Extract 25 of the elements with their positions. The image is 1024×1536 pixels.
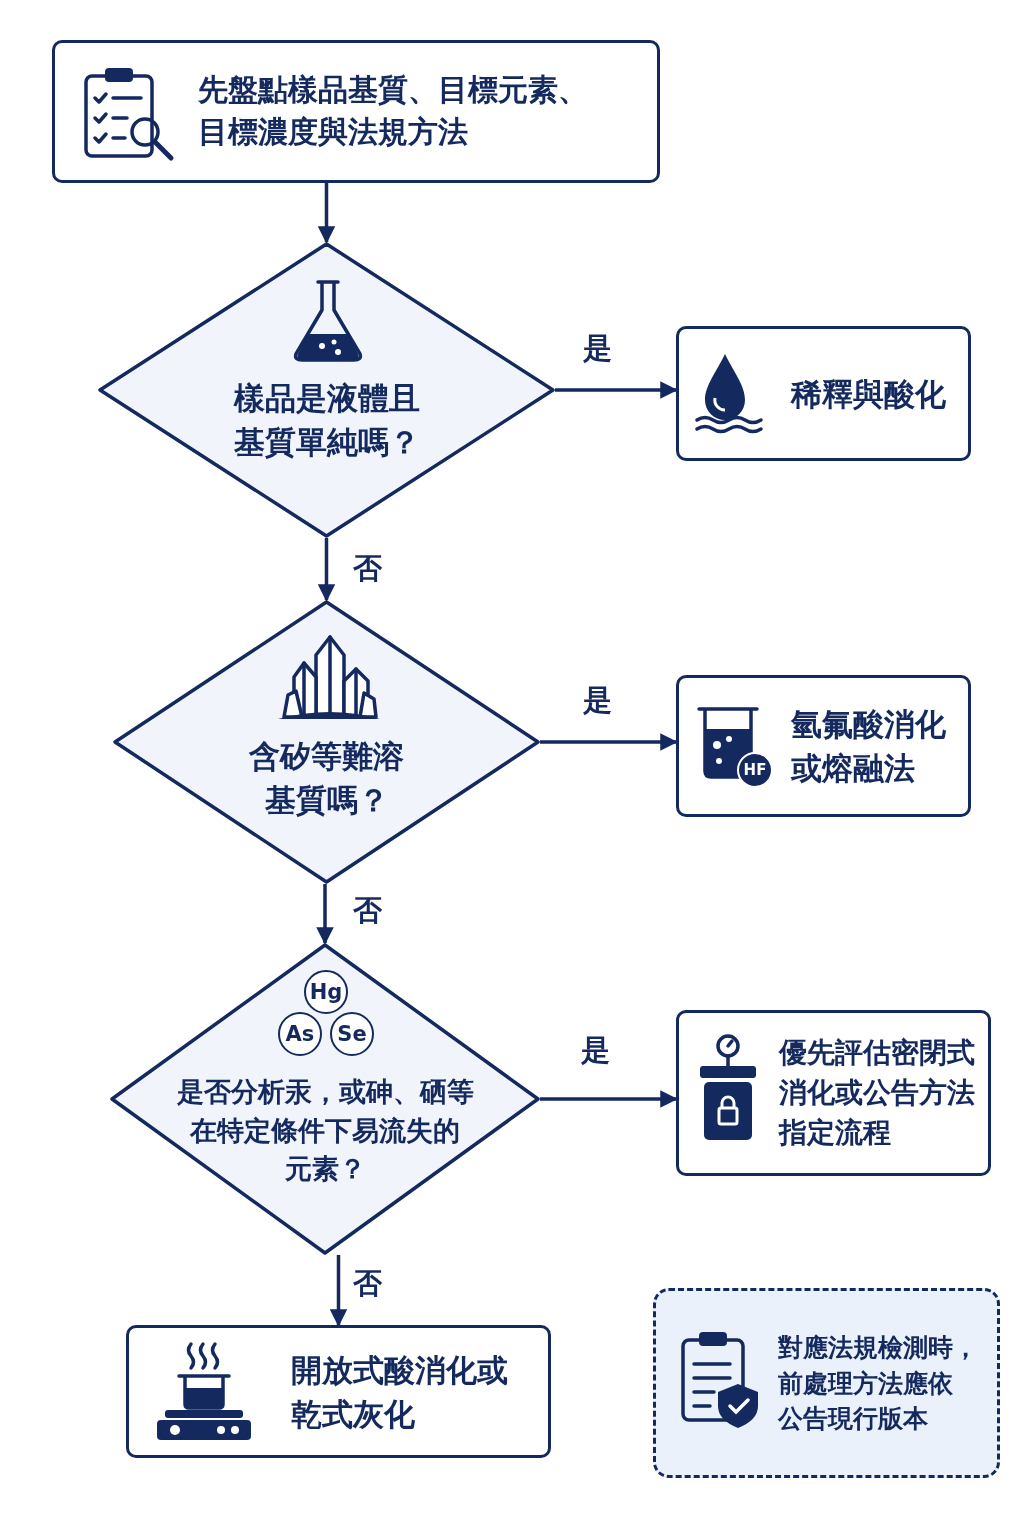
process-box — [676, 1010, 991, 1176]
step-text: 開放式酸消化或乾式灰化 — [291, 1350, 508, 1434]
arrow — [317, 538, 336, 602]
step-text: 稀釋與酸化 — [791, 374, 946, 414]
decision-diamond — [110, 943, 540, 1255]
arrow — [316, 884, 334, 945]
process-box — [52, 40, 660, 183]
arrow — [555, 381, 678, 399]
question-text: 是否分析汞，或砷、硒等在特定條件下易流失的元素？ — [176, 1074, 474, 1186]
step-text: 優先評估密閉式消化或公告方法指定流程 — [779, 1035, 975, 1151]
question-text: 樣品是液體且基質單純嗎？ — [233, 378, 420, 462]
process-box — [676, 326, 971, 461]
step-text: 對應法規檢測時，前處理方法應依公告現行版本 — [778, 1331, 978, 1435]
process-box — [126, 1325, 551, 1458]
arrow — [540, 1090, 678, 1108]
question-text: 含矽等難溶基質嗎？ — [249, 736, 404, 820]
arrow — [317, 183, 336, 244]
process-box — [676, 675, 971, 817]
step-text: 先盤點樣品基質、目標元素、目標濃度與法規方法 — [198, 70, 588, 152]
decision-diamond — [98, 242, 555, 538]
arrow — [540, 733, 678, 751]
note-box — [653, 1288, 1000, 1478]
step-text: 氫氟酸消化或熔融法 — [791, 705, 946, 788]
decision-diamond — [113, 600, 540, 884]
arrow — [329, 1255, 348, 1327]
